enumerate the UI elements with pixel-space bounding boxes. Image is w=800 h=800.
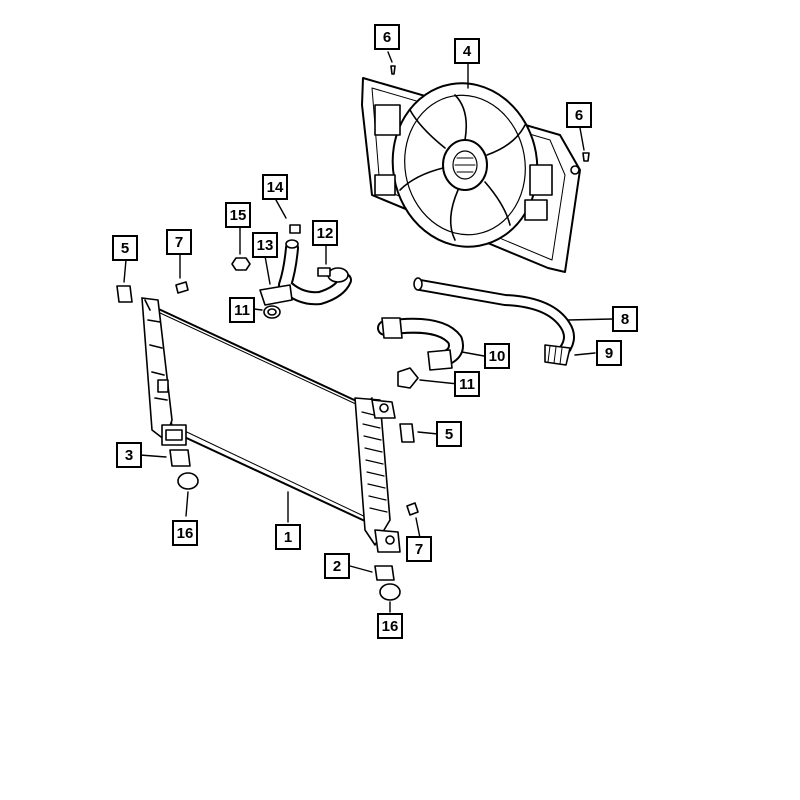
callout-5-right: 5 <box>436 421 462 447</box>
callout-9: 9 <box>596 340 622 366</box>
callout-16-right: 16 <box>377 613 403 639</box>
upper-hose-part <box>259 239 352 319</box>
callout-8: 8 <box>612 306 638 332</box>
plug-16-left <box>177 472 199 490</box>
nut-part <box>231 257 251 271</box>
callout-15: 15 <box>225 202 251 228</box>
callout-1: 1 <box>275 524 301 550</box>
callout-11-left: 11 <box>229 297 255 323</box>
callout-13: 13 <box>252 232 278 258</box>
fan-shroud-part <box>361 77 581 273</box>
bracket-5-left <box>116 285 133 303</box>
plug-16-right <box>379 583 401 601</box>
callout-2: 2 <box>324 553 350 579</box>
callout-6-right: 6 <box>566 102 592 128</box>
bracket-5-right <box>399 423 415 443</box>
callout-12: 12 <box>312 220 338 246</box>
hose-10-part <box>377 317 464 371</box>
bleed-screw-part <box>289 224 301 234</box>
callout-7-top: 7 <box>166 229 192 255</box>
isolator-2 <box>374 565 395 581</box>
callout-7-bottom: 7 <box>406 536 432 562</box>
isolator-3 <box>169 449 191 467</box>
callout-10: 10 <box>484 343 510 369</box>
pin-7-bottom <box>406 502 419 516</box>
fastener-6-right <box>582 152 590 162</box>
radiator-part <box>141 297 401 553</box>
lower-hose-part <box>413 277 575 366</box>
fastener-6-top <box>390 65 396 75</box>
leader-lines <box>123 51 613 613</box>
callout-14: 14 <box>262 174 288 200</box>
callout-4: 4 <box>454 38 480 64</box>
callout-11-right: 11 <box>454 371 480 397</box>
pin-7-top <box>175 281 189 294</box>
callout-5-left: 5 <box>112 235 138 261</box>
callout-16-left: 16 <box>172 520 198 546</box>
sensor-part <box>317 267 331 277</box>
clamp-11-part <box>397 367 419 389</box>
callout-3: 3 <box>116 442 142 468</box>
callout-6-upper: 6 <box>374 24 400 50</box>
